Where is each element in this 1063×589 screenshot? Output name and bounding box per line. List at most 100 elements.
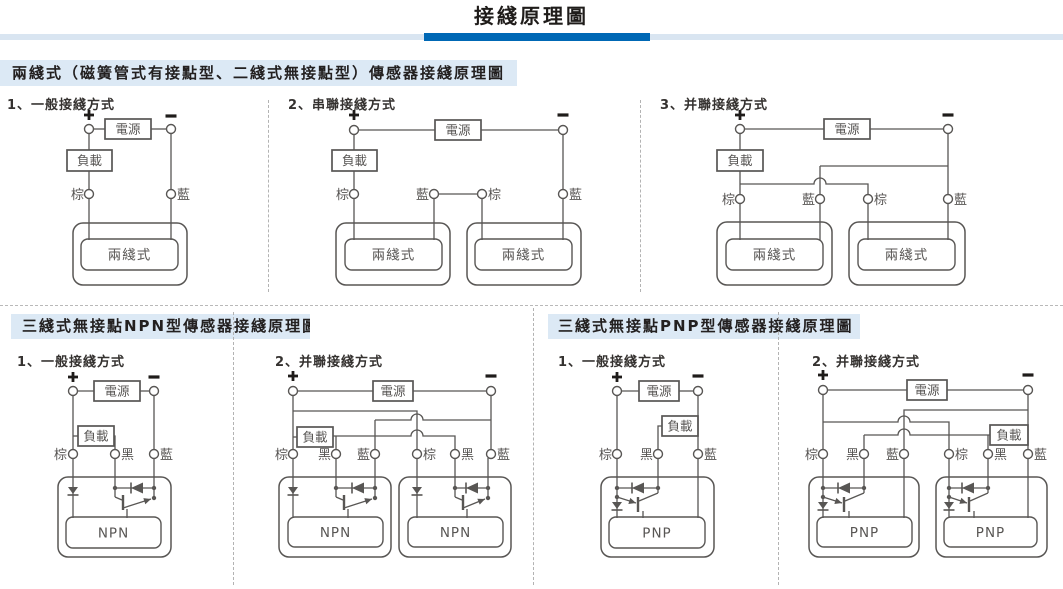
sensor-type-label: NPN bbox=[320, 525, 351, 541]
wire bbox=[903, 409, 1028, 450]
terminal-negative bbox=[165, 123, 177, 135]
sensor-inner-box bbox=[80, 238, 179, 271]
wire-color-label: 藍 bbox=[416, 188, 429, 203]
wire-terminal bbox=[858, 448, 870, 460]
wire-color-label: 藍 bbox=[704, 448, 717, 463]
junction-dot bbox=[614, 485, 620, 491]
wire-color-label: 棕 bbox=[488, 188, 501, 203]
wire-color-label: 棕 bbox=[599, 448, 612, 463]
diode-icon bbox=[632, 482, 644, 494]
junction-dot bbox=[655, 485, 661, 491]
terminal-negative bbox=[148, 385, 160, 397]
wire-color-label: 藍 bbox=[954, 193, 967, 208]
emitter-arrow bbox=[959, 497, 967, 504]
sensor-inner-box bbox=[816, 516, 913, 548]
power-box-label: 電源 bbox=[914, 383, 940, 398]
wire-color-label: 藍 bbox=[177, 188, 190, 203]
diode-icon bbox=[612, 502, 622, 509]
wire-color-label: 棕 bbox=[722, 193, 735, 208]
divider-npn-pnp bbox=[533, 308, 534, 585]
wire-color-label: 棕 bbox=[275, 448, 288, 463]
emitter-arrow bbox=[143, 498, 151, 505]
wire-terminal bbox=[898, 448, 910, 460]
page-title: 接綫原理圖 bbox=[474, 4, 589, 28]
sensor-inner-box bbox=[725, 238, 824, 271]
wire-terminal bbox=[428, 188, 440, 200]
load-box-label: 負載 bbox=[342, 153, 368, 168]
wire-color-label: 黑 bbox=[994, 448, 1007, 463]
divider-two-wire-1-2 bbox=[268, 100, 269, 292]
power-box-label: 電源 bbox=[445, 123, 471, 138]
wire-terminal bbox=[611, 448, 623, 460]
sensor-type-label: PNP bbox=[850, 525, 879, 541]
wire-terminal bbox=[165, 188, 177, 200]
sensor-type-label: NPN bbox=[98, 526, 129, 542]
wire bbox=[114, 496, 123, 501]
diode-icon bbox=[838, 482, 850, 494]
diode-icon bbox=[352, 482, 364, 494]
wire-color-label: 棕 bbox=[336, 188, 349, 203]
divider-npn-1-2 bbox=[233, 312, 234, 585]
section-header-npn: 三綫式無接點NPN型傳感器接綫原理圖 bbox=[11, 314, 310, 339]
load-box-label: 負載 bbox=[77, 153, 103, 168]
diode-icon bbox=[288, 487, 298, 494]
sensor-type-label: PNP bbox=[642, 526, 671, 542]
divider-two-wire-2-3 bbox=[640, 100, 641, 292]
junction-dot bbox=[820, 485, 826, 491]
junction-dot bbox=[985, 485, 991, 491]
sensor-inner-box bbox=[857, 238, 956, 271]
diode-icon bbox=[944, 502, 954, 509]
wire-color-label: 藍 bbox=[1034, 448, 1047, 463]
diode-icon bbox=[412, 487, 422, 494]
wire-terminal bbox=[814, 193, 826, 205]
divider-horizontal bbox=[0, 305, 1063, 306]
wire bbox=[823, 415, 950, 450]
wire-color-label: 藍 bbox=[357, 448, 370, 463]
wire-terminal bbox=[330, 448, 342, 460]
junction-dot bbox=[485, 495, 491, 501]
terminal-positive bbox=[287, 385, 299, 397]
terminal-positive bbox=[83, 123, 95, 135]
load-box-label: 負載 bbox=[996, 428, 1022, 443]
wire-terminal bbox=[942, 193, 954, 205]
sensor-type-label: NPN bbox=[440, 525, 471, 541]
emitter-arrow bbox=[628, 497, 636, 504]
diode-icon bbox=[818, 502, 828, 509]
wire-terminal bbox=[411, 448, 423, 460]
junction-dot bbox=[372, 495, 378, 501]
wire-terminal bbox=[476, 188, 488, 200]
wire bbox=[657, 425, 662, 450]
wire-color-label: 藍 bbox=[569, 188, 582, 203]
terminal-positive bbox=[611, 385, 623, 397]
sensor-inner-box bbox=[65, 516, 162, 549]
wire-terminal bbox=[109, 448, 121, 460]
wire-color-label: 黑 bbox=[461, 448, 474, 463]
sensor-inner-box bbox=[407, 516, 504, 548]
emitter-arrow bbox=[364, 498, 372, 505]
sensor-inner-box bbox=[474, 238, 573, 271]
diagram-label-two-wire-1: 1、一般接綫方式 bbox=[7, 98, 116, 113]
wire-color-label: 黑 bbox=[640, 448, 653, 463]
diode-icon bbox=[131, 482, 143, 494]
wire-terminal bbox=[287, 448, 299, 460]
wire bbox=[638, 492, 659, 502]
power-box-label: 電源 bbox=[104, 384, 130, 399]
wire-terminal bbox=[734, 193, 746, 205]
diagram-label-npn-1: 1、一般接綫方式 bbox=[17, 355, 126, 370]
junction-dot bbox=[452, 485, 458, 491]
emitter-arrow bbox=[834, 497, 842, 504]
terminal-positive bbox=[67, 385, 79, 397]
junction-dot bbox=[151, 495, 157, 501]
diagram-label-two-wire-2: 2、串聯接綫方式 bbox=[288, 98, 397, 113]
terminal-negative bbox=[942, 123, 954, 135]
diagram-label-pnp-1: 1、一般接綫方式 bbox=[558, 355, 667, 370]
wire-terminal bbox=[557, 188, 569, 200]
wire bbox=[454, 496, 463, 501]
sensor-type-label: 兩綫式 bbox=[885, 248, 929, 264]
load-box-label: 負載 bbox=[667, 419, 693, 434]
wire-terminal bbox=[83, 188, 95, 200]
wire-color-label: 黑 bbox=[846, 448, 859, 463]
terminal-negative bbox=[692, 385, 704, 397]
wire-color-label: 黑 bbox=[318, 448, 331, 463]
wire-terminal bbox=[449, 448, 461, 460]
